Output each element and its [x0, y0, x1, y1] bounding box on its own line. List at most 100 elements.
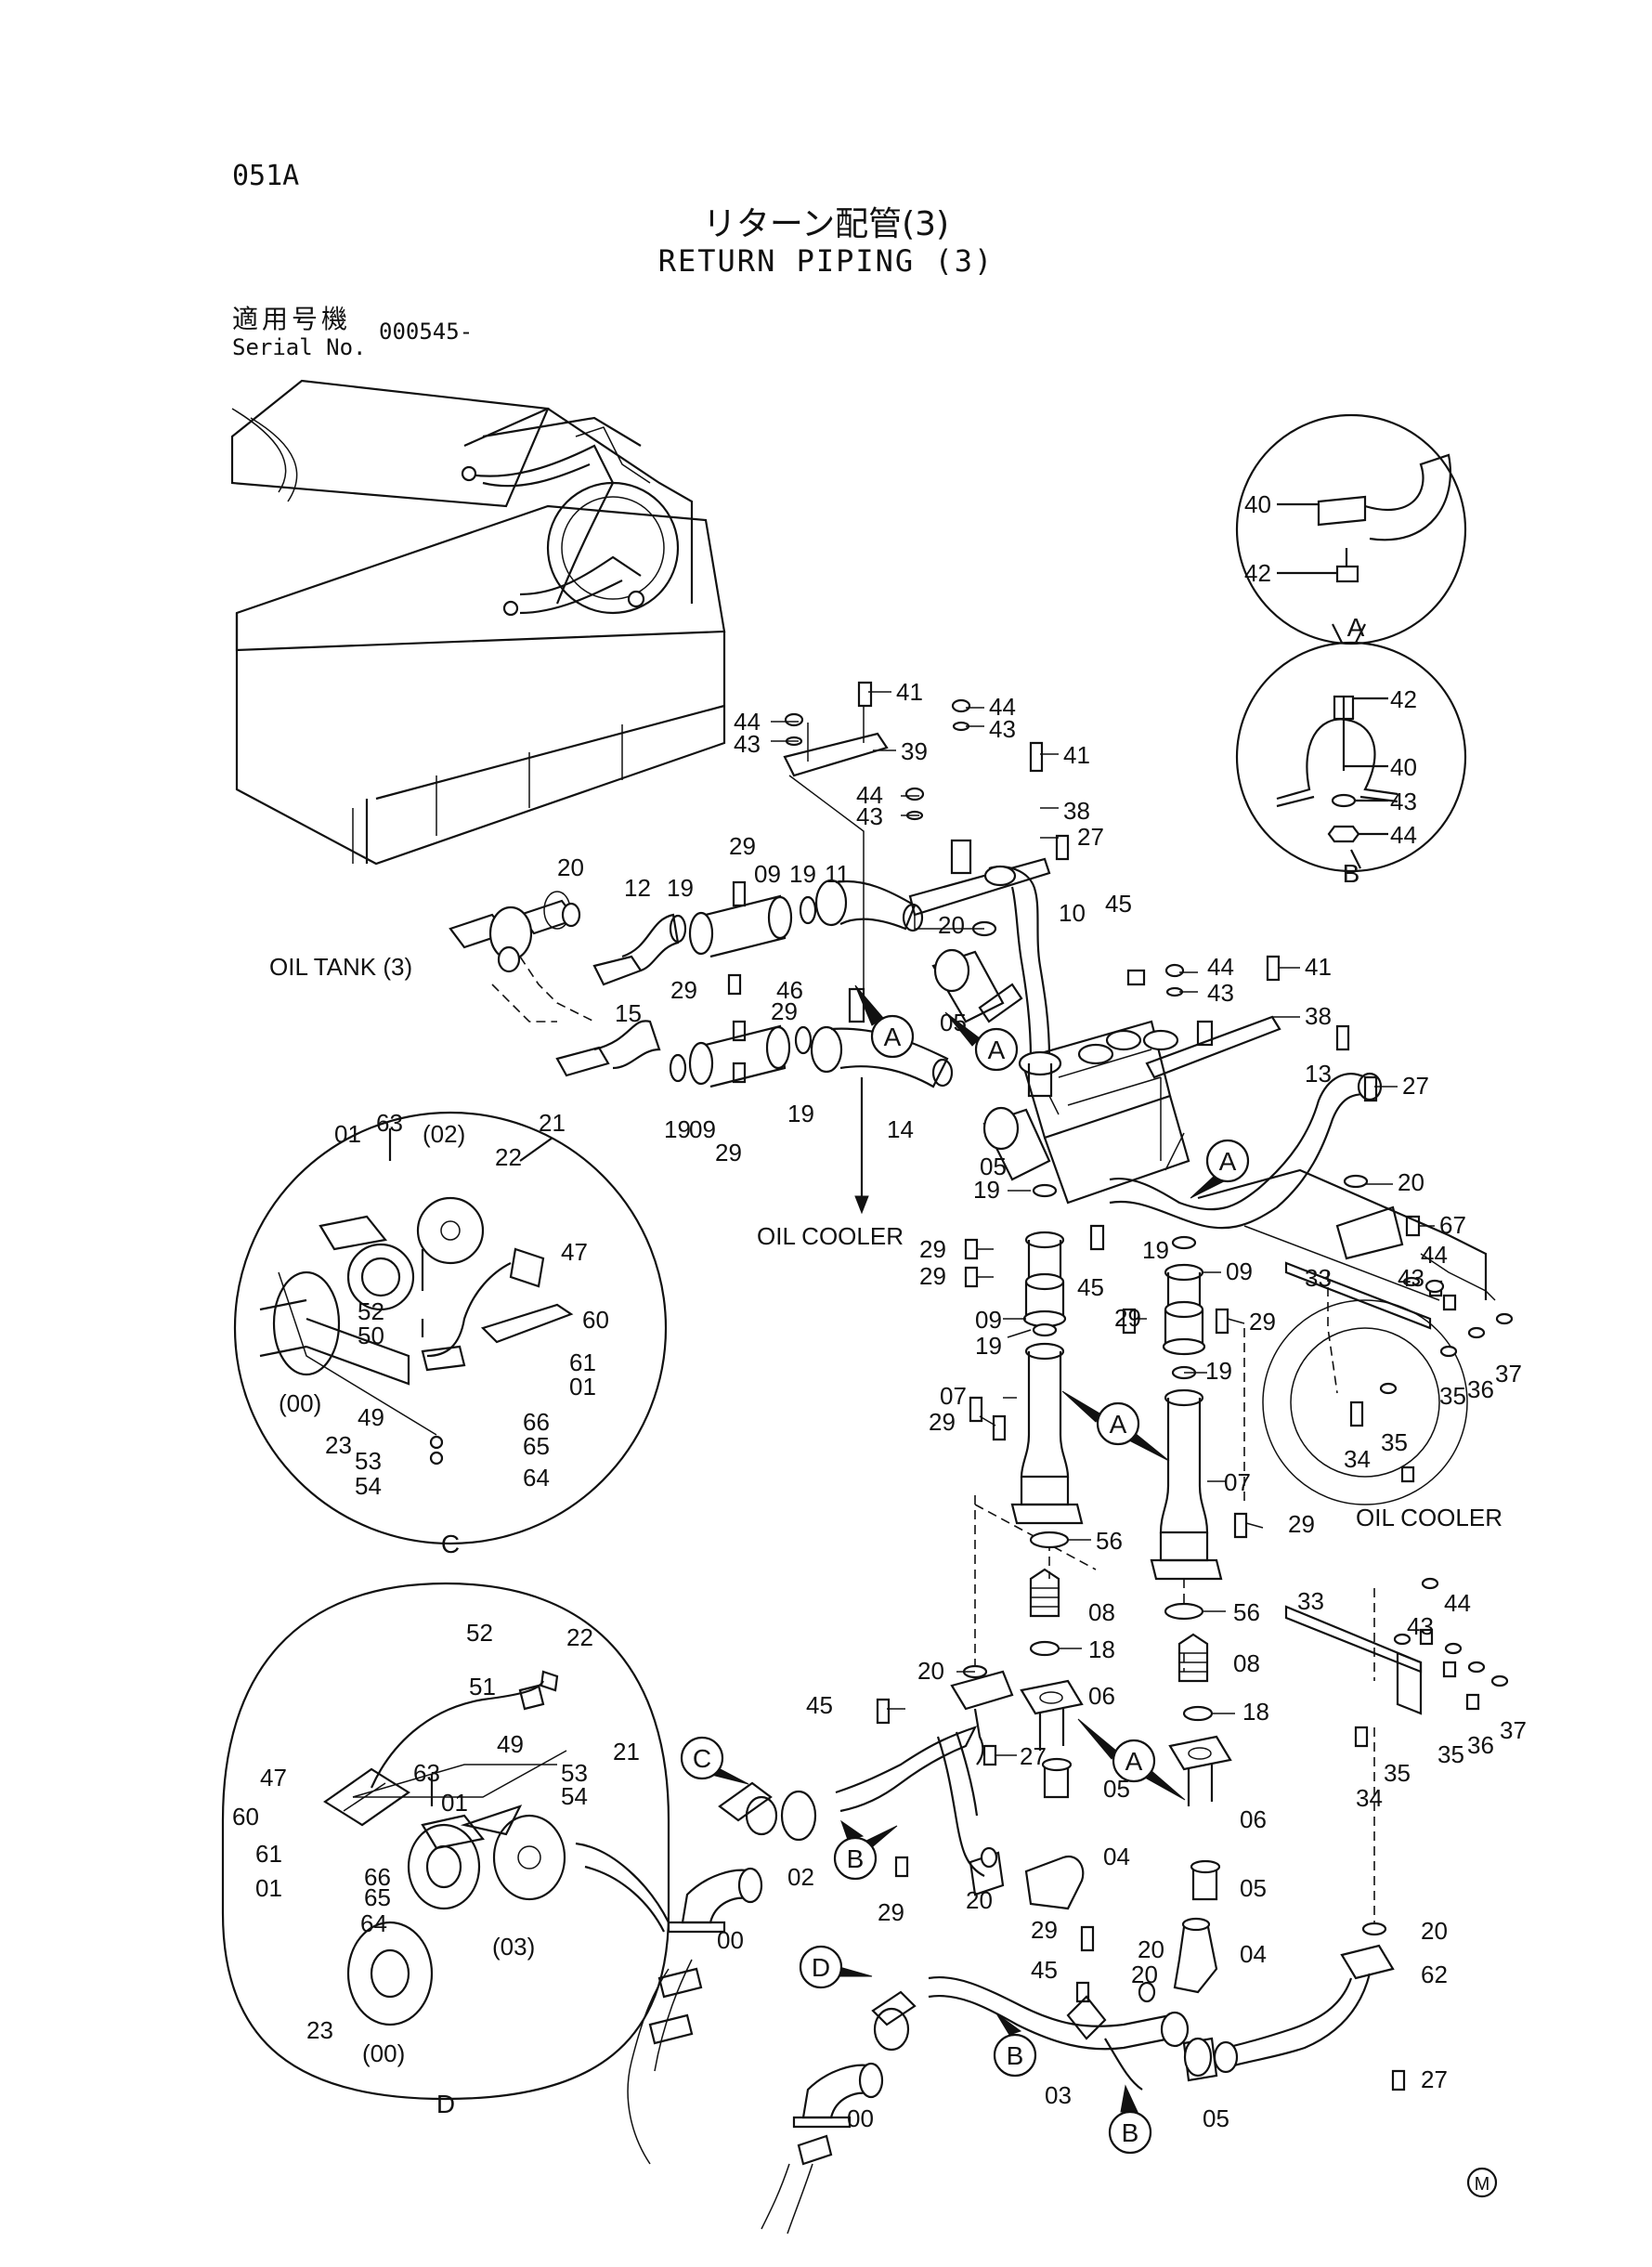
- part-label: 22: [495, 1143, 522, 1171]
- part-label: 37: [1500, 1716, 1527, 1744]
- detail-a-part-labels: 40 42: [1244, 490, 1271, 587]
- part-label: 36: [1467, 1731, 1494, 1759]
- part-label: 35: [1384, 1759, 1411, 1787]
- part-label: 29: [1114, 1304, 1141, 1332]
- detail-b-part-labels: 42 40 43 44: [1390, 685, 1417, 849]
- part-label: 14: [887, 1115, 914, 1143]
- part-label: 00: [847, 2104, 874, 2132]
- part-label: 43: [734, 730, 761, 758]
- part-label: 64: [360, 1909, 387, 1937]
- part-label: 33: [1305, 1264, 1332, 1292]
- part-label: 43: [989, 715, 1016, 743]
- detail-c-part-labels: 01 63 (02) 22 21 47 52 60 50 61 01 (00) …: [279, 1109, 609, 1500]
- part-label: 43: [1398, 1264, 1424, 1292]
- page-title-english: RETURN PIPING (3): [657, 243, 995, 279]
- part-label: (03): [492, 1933, 535, 1961]
- part-label: 02: [787, 1863, 814, 1891]
- callout-label: B: [1122, 2118, 1139, 2147]
- part-label: 21: [539, 1109, 566, 1137]
- part-label: 09: [975, 1306, 1002, 1334]
- callout-label: A: [884, 1023, 902, 1051]
- part-label: 20: [938, 911, 965, 939]
- part-label: 29: [729, 832, 756, 860]
- part-label: 19: [975, 1332, 1002, 1360]
- detail-view-b-label: B: [1343, 859, 1360, 888]
- detail-view-d-label: D: [436, 2090, 455, 2118]
- part-label: 56: [1096, 1527, 1123, 1555]
- oil-tank-label: OIL TANK (3): [269, 953, 412, 981]
- callout-label: B: [847, 1844, 865, 1873]
- part-label: 03: [1045, 2081, 1072, 2109]
- section-title-marks: [1332, 623, 1366, 869]
- callout-label: B: [1007, 2041, 1024, 2070]
- page-title-japanese: リターン配管(3): [702, 205, 950, 243]
- part-label: 05: [980, 1153, 1007, 1180]
- part-label: 49: [497, 1730, 524, 1758]
- part-label: 15: [615, 999, 642, 1027]
- oil-cooler-label-top: OIL COOLER: [757, 1222, 904, 1250]
- part-label: 09: [754, 860, 781, 888]
- part-label: 09: [1226, 1257, 1253, 1285]
- part-label: 06: [1240, 1805, 1267, 1833]
- part-label: 47: [561, 1238, 588, 1266]
- part-label: 29: [919, 1235, 946, 1263]
- part-label: 29: [771, 997, 798, 1025]
- part-label: 61: [569, 1348, 596, 1376]
- part-label: 21: [613, 1738, 640, 1765]
- callout-label: A: [988, 1036, 1006, 1064]
- part-label: 20: [1131, 1961, 1158, 1988]
- part-label: 35: [1437, 1740, 1464, 1768]
- part-label: 29: [715, 1139, 742, 1166]
- part-label: 43: [1407, 1612, 1434, 1640]
- part-label: 56: [1233, 1598, 1260, 1626]
- part-label: 60: [582, 1306, 609, 1334]
- part-label: 63: [413, 1759, 440, 1787]
- part-label: 29: [929, 1408, 956, 1436]
- part-label: 40: [1244, 490, 1271, 518]
- part-label: 45: [1031, 1956, 1058, 1984]
- part-label: 54: [561, 1782, 588, 1810]
- part-label: 33: [1297, 1587, 1324, 1615]
- part-label: 05: [1240, 1874, 1267, 1902]
- part-label: 29: [670, 976, 697, 1004]
- part-label: 54: [355, 1472, 382, 1500]
- part-label: 43: [1390, 788, 1417, 815]
- part-label: 10: [1059, 899, 1086, 927]
- part-label: 42: [1244, 559, 1271, 587]
- serial-label-english: Serial No.: [232, 334, 367, 360]
- part-label: 45: [1105, 890, 1132, 918]
- callout-a-5: A: [1077, 1718, 1186, 1801]
- part-label: 01: [255, 1874, 282, 1902]
- oil-cooler-label-right: OIL COOLER: [1356, 1504, 1502, 1531]
- part-label: 27: [1421, 2065, 1448, 2093]
- part-label: 23: [325, 1431, 352, 1459]
- part-label: 19: [1205, 1357, 1232, 1385]
- part-label: 09: [689, 1115, 716, 1143]
- part-label: 27: [1077, 823, 1104, 851]
- part-label: 19: [664, 1115, 691, 1143]
- callout-a-1: A: [854, 984, 915, 1059]
- part-label: 23: [306, 2016, 333, 2044]
- callout-a-4: A: [1061, 1390, 1170, 1462]
- part-label: 65: [523, 1432, 550, 1460]
- detail-view-c: [233, 1111, 668, 1545]
- part-label: 13: [1305, 1060, 1332, 1088]
- part-label: 07: [1224, 1468, 1251, 1496]
- part-label: 29: [919, 1262, 946, 1290]
- detail-view-c-label: C: [441, 1530, 460, 1558]
- part-label: (00): [279, 1389, 321, 1417]
- part-label: 01: [569, 1373, 596, 1401]
- part-label: 49: [358, 1403, 384, 1431]
- part-label: 64: [523, 1464, 550, 1492]
- callout-label: C: [693, 1744, 711, 1773]
- callout-b-1: B: [833, 1819, 898, 1881]
- part-label: 43: [856, 802, 883, 830]
- part-label: 27: [1402, 1072, 1429, 1100]
- callout-a-2: A: [944, 1011, 1019, 1072]
- part-label: 52: [358, 1297, 384, 1325]
- part-label: 20: [966, 1886, 993, 1914]
- part-label: 60: [232, 1803, 259, 1831]
- part-label: 38: [1063, 797, 1090, 825]
- callout-markers: A A A A A B B B: [680, 984, 1250, 2155]
